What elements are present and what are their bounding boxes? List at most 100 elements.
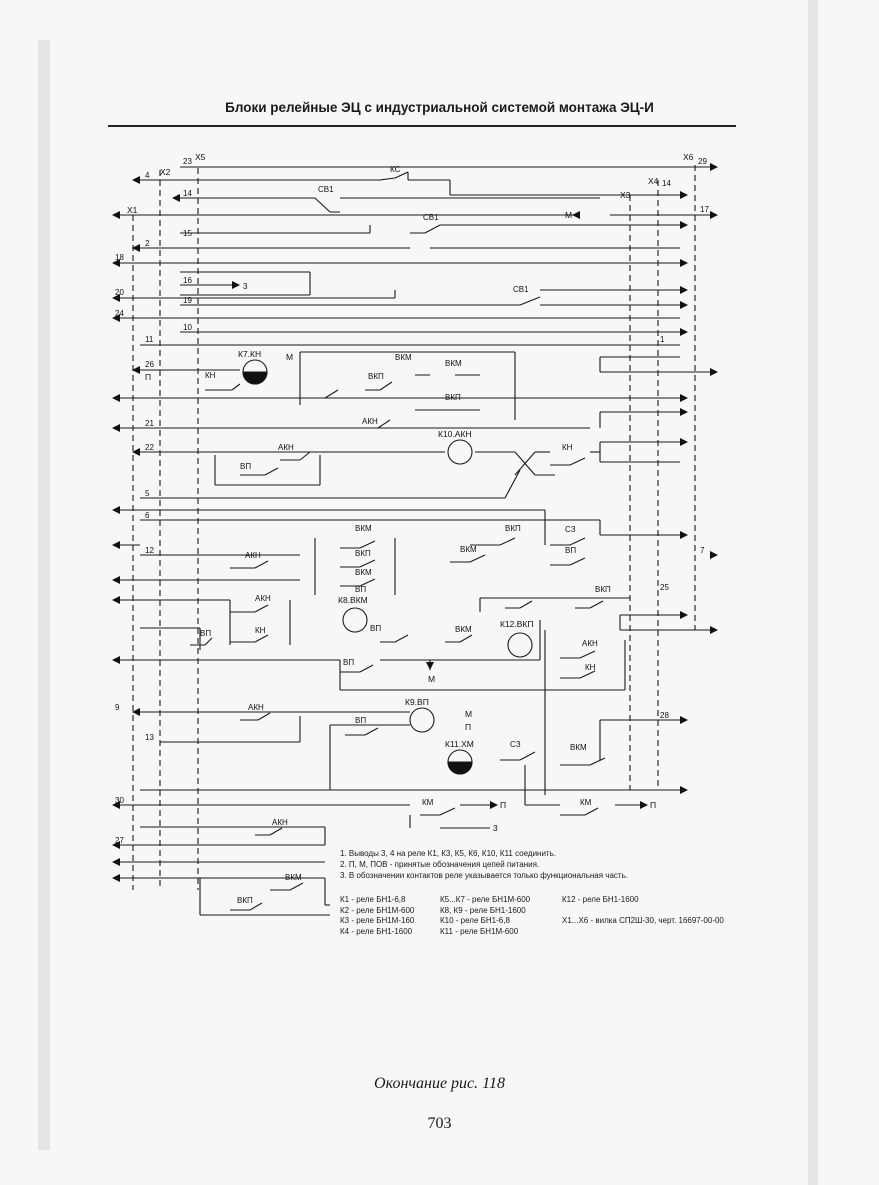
wire-number: 11 (145, 335, 154, 344)
connector-x4-label: X4 (648, 176, 659, 186)
relay-k12-coil (507, 632, 533, 658)
contact-label: АКН (362, 417, 378, 426)
wire-number: 2 (145, 239, 150, 248)
contact-label: ВП (343, 658, 354, 667)
contact-label: СЗ (565, 525, 576, 534)
page-edge-shadow (808, 0, 818, 1185)
wire-number: 25 (660, 583, 669, 592)
contact-label: СВ1 (513, 285, 529, 294)
wire-number: 27 (115, 836, 124, 845)
power-label-3: 3 (493, 823, 498, 833)
wire-number: 17 (700, 205, 709, 214)
legend-entry: К8, К9 - реле БН1-1600 (440, 905, 526, 915)
power-label-m: М (286, 352, 293, 362)
wire-number: 21 (145, 419, 154, 428)
note-1: 1. Выводы 3, 4 на реле К1, К3, К5, К6, К… (340, 849, 556, 858)
contact-label: ВП (565, 546, 576, 555)
wire-number: 7 (700, 546, 705, 555)
legend-column-2: К5...К7 - реле БН1М-600 К8, К9 - реле БН… (440, 895, 530, 937)
legend-entry: К11 - реле БН1М-600 (440, 926, 519, 936)
legend-entry: К4 - реле БН1-1600 (340, 926, 413, 936)
legend-entry: К2 - реле БН1М-600 (340, 905, 415, 915)
wire-number: 4 (145, 171, 150, 180)
contact-label: ВКМ (455, 625, 472, 634)
contact-label: ВКМ (355, 568, 372, 577)
legend-entry: Х1...Х6 - вилка СП2Ш-30, черт. 16697-00-… (562, 916, 724, 925)
wire-number: 16 (183, 276, 192, 285)
wire-number: 30 (115, 796, 124, 805)
contact-label: КМ (422, 798, 434, 807)
contact-label: КС (390, 165, 401, 174)
wire-number: 19 (183, 296, 192, 305)
note-3: 3. В обозначении контактов реле указывае… (340, 871, 628, 880)
connector-x1-label: X1 (127, 205, 138, 215)
relay-k9-label: К9.ВП (405, 697, 429, 707)
relay-k8-coil (342, 607, 368, 633)
contact-label: ВКМ (570, 743, 587, 752)
contact-label: ВКМ (355, 524, 372, 533)
contact-label: КН (562, 443, 573, 452)
contact-label: ВП (355, 585, 366, 594)
legend-column-3: К12 - реле БН1-1600 Х1...Х6 - вилка СП2Ш… (562, 895, 724, 927)
wire-number: 24 (115, 309, 124, 318)
contact-label: АКН (248, 703, 264, 712)
contact-label: АКН (582, 639, 598, 648)
wire-number: 15 (183, 229, 192, 238)
relay-k11-label: К11.ХМ (445, 739, 474, 749)
wire-number: 6 (145, 511, 150, 520)
wire-number: 10 (183, 323, 192, 332)
contact-label: ВКМ (285, 873, 302, 882)
contact-label: АКН (245, 551, 261, 560)
contact-label: СЗ (510, 740, 521, 749)
wire-number: 12 (145, 546, 154, 555)
power-label-p: П (465, 722, 471, 732)
contact-label: КН (205, 371, 216, 380)
wire-number: 9 (115, 703, 120, 712)
legend-column-1: К1 - реле БН1-6,8 К2 - реле БН1М-600 К3 … (340, 895, 414, 937)
contact-label: СВ1 (318, 185, 334, 194)
legend-entry: К5...К7 - реле БН1М-600 (440, 895, 531, 904)
power-label-p: П (500, 800, 506, 810)
contact-label: ВП (200, 629, 211, 638)
contact-label: ВКП (355, 549, 371, 558)
relay-k8-label: К8.ВКМ (338, 595, 368, 605)
contact-label: ВКП (505, 524, 521, 533)
contact-label: ВКП (445, 393, 461, 402)
legend-entry: К1 - реле БН1-6,8 (340, 895, 406, 904)
contact-label: ВКМ (445, 359, 462, 368)
contact-label: ВП (240, 462, 251, 471)
relay-k12-label: К12.ВКП (500, 619, 534, 629)
relay-k10-label: К10.АКН (438, 429, 472, 439)
contact-label: ВКП (368, 372, 384, 381)
power-label-m: М (465, 709, 472, 719)
wire-number: 26 (145, 360, 154, 369)
contact-label: КН (585, 663, 596, 672)
contact-label: СВ1 (423, 213, 439, 222)
relay-k10-coil (447, 439, 473, 465)
contact-label: АКН (272, 818, 288, 827)
legend-entry (562, 906, 724, 917)
wire-number: 22 (145, 443, 154, 452)
power-label-p: П (145, 372, 151, 382)
wire-number: 14 (662, 179, 671, 188)
contact-label: КН (255, 626, 266, 635)
legend-entry: К10 - реле БН1-6,8 (440, 916, 510, 925)
wire-number: 18 (115, 253, 124, 262)
relay-k7-label: К7.КН (238, 349, 261, 359)
contact-label: ВП (370, 624, 381, 633)
wire-number: 20 (115, 288, 124, 297)
title-rule (108, 125, 736, 127)
power-label-p: П (650, 800, 656, 810)
contact-label: ВП (355, 716, 366, 725)
wire-number: 14 (183, 189, 192, 198)
wire-number: 29 (698, 157, 707, 166)
contact-label: АКН (278, 443, 294, 452)
power-label-m: М (428, 674, 435, 684)
contact-label: ВКМ (395, 353, 412, 362)
relay-k9-coil (409, 707, 435, 733)
diagram-notes: 1. Выводы 3, 4 на реле К1, К3, К5, К6, К… (340, 848, 760, 881)
page-title: Блоки релейные ЭЦ с индустриальной систе… (225, 100, 654, 115)
connector-x5-label: X5 (195, 152, 206, 162)
connector-x2-label: X2 (160, 167, 171, 177)
